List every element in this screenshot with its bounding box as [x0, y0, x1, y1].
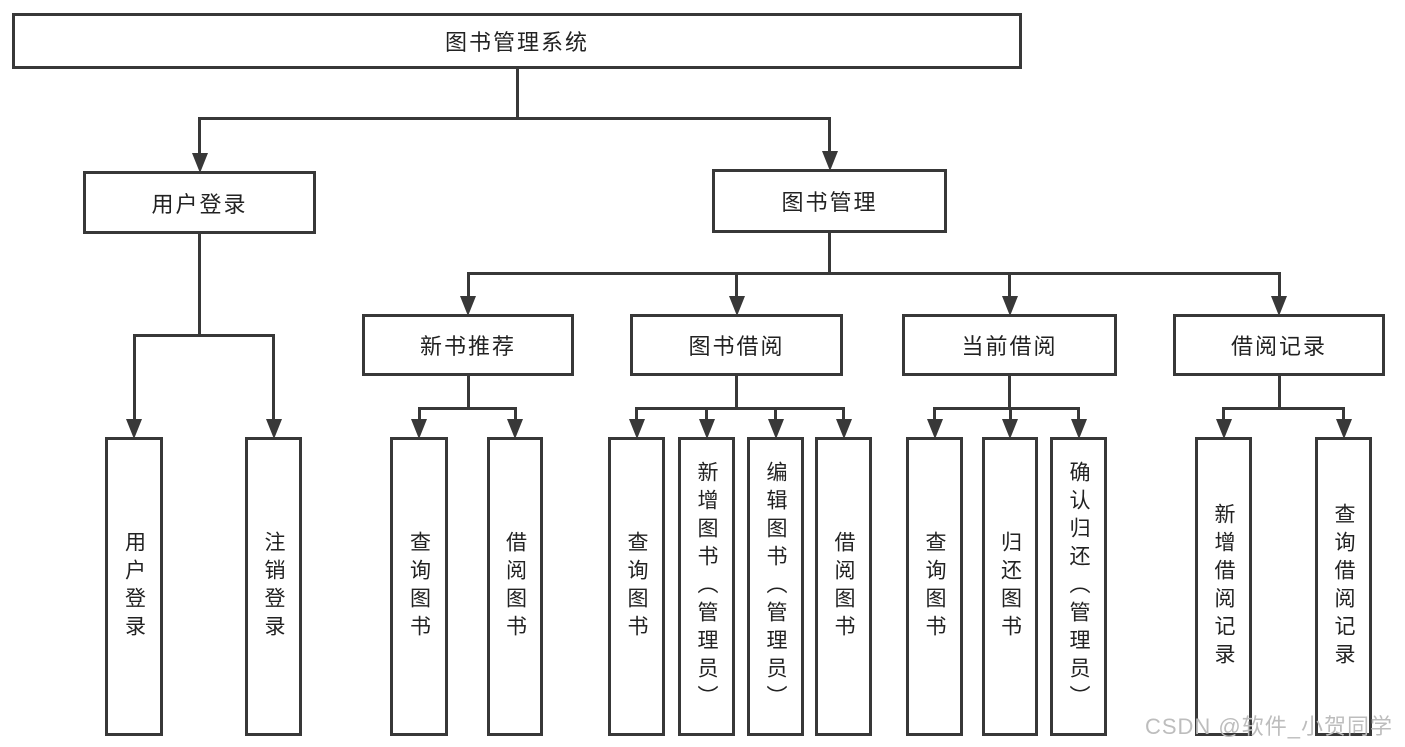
node-label-book-management: 图书管理	[781, 190, 878, 215]
connector-line	[1277, 273, 1281, 296]
node-label-leaf-user-login: 用户登录	[122, 530, 146, 643]
node-leaf-add-book: 新增图书（管理员）	[678, 437, 735, 736]
connector-line	[466, 271, 1281, 275]
connector-line	[705, 408, 708, 419]
connector-line	[1077, 408, 1080, 419]
arrowhead-down-icon	[926, 419, 943, 439]
connector-line	[417, 406, 517, 410]
connector-line	[198, 116, 831, 120]
connector-line	[933, 408, 936, 419]
node-label-borrow-record: 借阅记录	[1230, 334, 1327, 359]
node-label-leaf-return-book: 归还图书	[998, 530, 1022, 643]
arrowhead-down-icon	[265, 419, 282, 439]
connector-line	[1222, 408, 1225, 419]
node-leaf-logout: 注销登录	[245, 437, 302, 736]
arrowhead-down-icon	[821, 151, 838, 171]
connector-line	[198, 234, 201, 335]
connector-line	[513, 408, 517, 419]
node-leaf-add-record: 新增借阅记录	[1195, 437, 1252, 736]
node-leaf-query-book-b: 查询图书	[608, 437, 665, 736]
node-borrow-record: 借阅记录	[1173, 314, 1385, 376]
node-leaf-return-book: 归还图书	[982, 437, 1038, 736]
arrowhead-down-icon	[698, 419, 715, 439]
node-leaf-user-login: 用户登录	[105, 437, 163, 736]
arrowhead-down-icon	[460, 296, 476, 316]
arrowhead-down-icon	[126, 419, 142, 439]
node-label-leaf-add-record: 新增借阅记录	[1212, 502, 1235, 671]
node-label-leaf-query-book-a: 查询图书	[407, 530, 431, 643]
connector-line	[1342, 408, 1345, 419]
connector-line	[635, 408, 638, 419]
node-current-borrow: 当前借阅	[902, 314, 1117, 376]
node-label-leaf-query-record: 查询借阅记录	[1332, 502, 1355, 671]
connector-line	[1008, 408, 1012, 419]
connector-line	[735, 376, 738, 408]
node-label-library-system: 图书管理系统	[444, 30, 589, 55]
arrowhead-down-icon	[1335, 419, 1352, 439]
arrowhead-down-icon	[1002, 419, 1018, 439]
node-label-leaf-borrow-book-b: 借阅图书	[832, 530, 855, 643]
node-label-leaf-confirm-return: 确认归还（管理员）	[1067, 460, 1090, 713]
node-leaf-query-record: 查询借阅记录	[1315, 437, 1372, 736]
node-book-management: 图书管理	[712, 169, 947, 233]
node-library-system: 图书管理系统	[12, 13, 1022, 69]
node-label-leaf-add-book: 新增图书（管理员）	[695, 460, 718, 713]
node-book-borrow: 图书借阅	[630, 314, 843, 376]
node-label-leaf-query-book-b: 查询图书	[625, 530, 648, 643]
node-leaf-borrow-book-b: 借阅图书	[815, 437, 872, 736]
connector-line	[272, 335, 275, 419]
connector-line	[1222, 406, 1345, 410]
node-leaf-edit-book: 编辑图书（管理员）	[747, 437, 804, 736]
node-leaf-confirm-return: 确认归还（管理员）	[1050, 437, 1107, 736]
node-label-leaf-edit-book: 编辑图书（管理员）	[764, 460, 787, 713]
node-label-leaf-query-book-c: 查询图书	[923, 530, 946, 643]
connector-line	[1008, 376, 1011, 408]
connector-line	[417, 408, 421, 419]
connector-line	[515, 69, 519, 118]
node-label-leaf-borrow-book-a: 借阅图书	[503, 530, 527, 643]
connector-line	[466, 273, 470, 296]
node-label-current-borrow: 当前借阅	[961, 334, 1058, 359]
arrowhead-down-icon	[835, 419, 852, 439]
connector-line	[1008, 273, 1011, 296]
arrowhead-down-icon	[1271, 296, 1287, 316]
node-new-book-recommend: 新书推荐	[362, 314, 574, 376]
node-user-login: 用户登录	[83, 171, 316, 234]
node-label-user-login: 用户登录	[151, 191, 248, 217]
arrowhead-down-icon	[767, 419, 784, 439]
arrowhead-down-icon	[507, 419, 523, 439]
connector-line	[828, 233, 831, 273]
connector-line	[198, 118, 201, 153]
connector-line	[466, 376, 470, 408]
connector-line	[635, 406, 845, 410]
node-label-leaf-logout: 注销登录	[262, 530, 285, 643]
connector-line	[774, 408, 777, 419]
node-leaf-borrow-book-a: 借阅图书	[487, 437, 543, 736]
connector-line	[842, 408, 845, 419]
connector-line	[132, 335, 136, 419]
node-leaf-query-book-a: 查询图书	[390, 437, 448, 736]
watermark-text: CSDN @软件_小贺同学	[1144, 714, 1393, 739]
connector-line	[933, 406, 1080, 410]
node-label-new-book-recommend: 新书推荐	[419, 334, 516, 359]
arrowhead-down-icon	[191, 153, 208, 173]
connector-line	[132, 333, 275, 337]
arrowhead-down-icon	[411, 419, 427, 439]
connector-line	[735, 273, 738, 296]
connector-line	[1277, 376, 1281, 408]
arrowhead-down-icon	[1001, 296, 1018, 316]
node-label-book-borrow: 图书借阅	[688, 334, 785, 359]
node-leaf-query-book-c: 查询图书	[906, 437, 963, 736]
arrowhead-down-icon	[1215, 419, 1232, 439]
arrowhead-down-icon	[728, 296, 745, 316]
arrowhead-down-icon	[1070, 419, 1087, 439]
connector-line	[828, 118, 831, 151]
arrowhead-down-icon	[628, 419, 645, 439]
